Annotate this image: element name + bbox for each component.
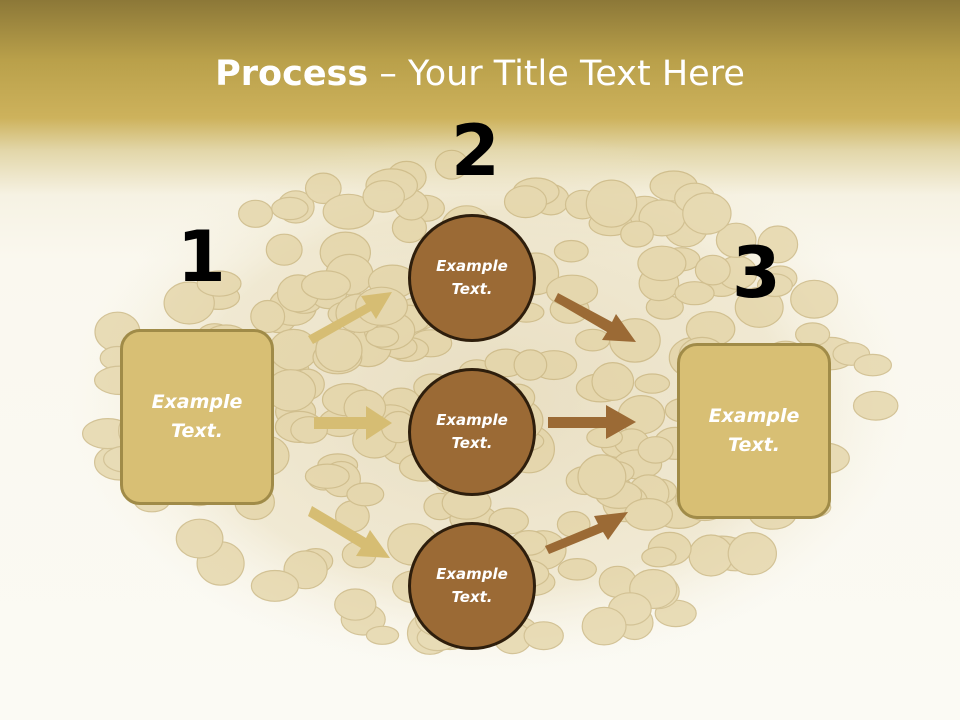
slide-title: Process – Your Title Text Here: [0, 52, 960, 96]
step-number-3: 3: [732, 232, 781, 314]
left-box-line1: Example: [151, 391, 243, 413]
arrow-right-bottom: [545, 512, 628, 554]
left-box-line2: Text.: [171, 420, 223, 442]
arrow-right-middle: [548, 405, 636, 439]
circle-bottom-line1: Example: [436, 565, 508, 583]
title-rest: – Your Title Text Here: [368, 54, 745, 94]
arrow-left-middle: [314, 406, 392, 440]
step-number-2: 2: [451, 110, 500, 192]
circle-bottom-line2: Text.: [451, 588, 493, 606]
circle-top-line2: Text.: [451, 280, 493, 298]
right-box-line2: Text.: [728, 434, 780, 456]
right-box-line1: Example: [708, 405, 800, 427]
arrow-left-bottom: [308, 506, 390, 558]
arrow-right-top: [554, 293, 636, 342]
title-bold: Process: [215, 54, 369, 94]
arrow-left-top: [308, 292, 392, 344]
circle-middle-line1: Example: [436, 411, 508, 429]
circle-top-line1: Example: [436, 257, 508, 275]
step-number-1: 1: [177, 216, 226, 298]
circle-middle-line2: Text.: [451, 434, 493, 452]
